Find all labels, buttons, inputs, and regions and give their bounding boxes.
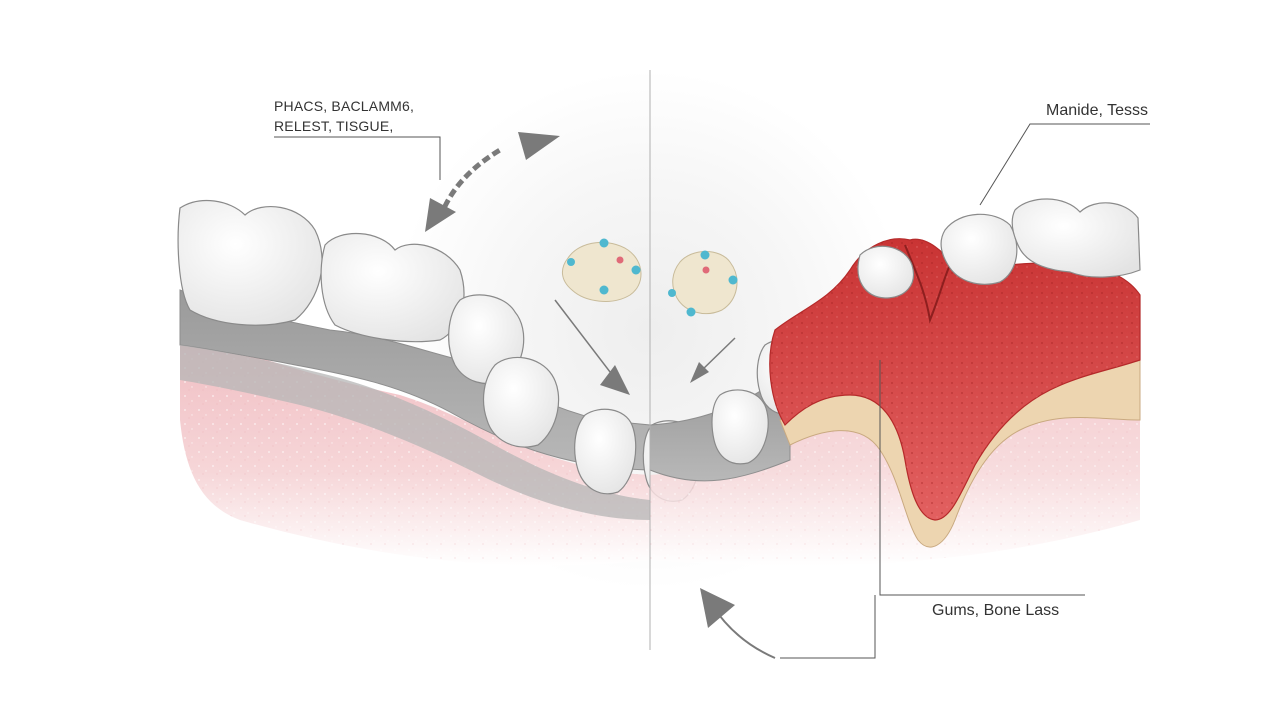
molar-2 xyxy=(320,233,465,343)
molar-right-1 xyxy=(857,245,914,299)
label-plaque-line-1: PHACS, BACLAMM6, xyxy=(274,98,415,114)
molar-right-2 xyxy=(940,213,1018,285)
incisor-left-1 xyxy=(574,408,637,495)
healthy-teeth xyxy=(177,200,701,502)
premolar-2 xyxy=(482,356,560,448)
arrow-icon xyxy=(700,588,776,659)
molar-right-3 xyxy=(1011,198,1141,278)
arrow-icon xyxy=(554,299,630,395)
molar-1 xyxy=(177,200,323,326)
leader-line-top-left xyxy=(274,136,441,180)
arrow-icon xyxy=(690,337,736,383)
arrow-icon xyxy=(425,132,560,232)
bacteria-icon xyxy=(562,238,642,302)
label-plaque-line-2: RELEST, TISGUE, xyxy=(274,118,394,134)
leader-line-bottom xyxy=(780,595,876,659)
bone-band-left-lower xyxy=(180,345,650,520)
label-inflamed-tissue: Manide, Tesss xyxy=(1046,102,1148,119)
leader-line-bottom-right xyxy=(879,360,1085,596)
inflamed-gum-texture xyxy=(769,238,1140,520)
incisor-right-1 xyxy=(711,389,769,465)
leader-line-top-right xyxy=(979,123,1150,206)
label-plaque-bacteria: PHACS, BACLAMM6, RELEST, TISGUE, xyxy=(274,96,414,136)
label-gums-bone-loss: Gums, Bone Lass xyxy=(932,602,1060,619)
diseased-teeth xyxy=(857,198,1141,299)
inflamed-fissure xyxy=(904,244,951,324)
bacteria-icon xyxy=(668,250,738,317)
